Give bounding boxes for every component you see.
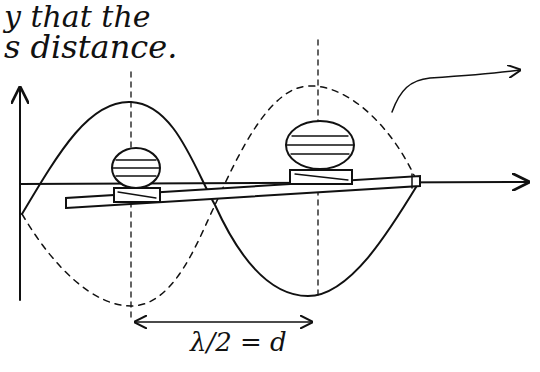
horizontal-axis [20,182,528,184]
ball [286,121,354,169]
object-base [290,170,352,184]
ball-hatching [287,136,353,180]
dimension-arrow [135,321,312,323]
leader-arrow [392,70,520,112]
ball-hatching [113,160,159,198]
ball [112,148,160,188]
dimension-label: λ/2 = d [190,328,287,357]
handwritten-note: s distance. [4,30,177,65]
vertical-axis [19,88,21,300]
object-base [114,188,160,202]
rod-end [411,174,413,188]
handwritten-note: y that the [4,0,150,33]
